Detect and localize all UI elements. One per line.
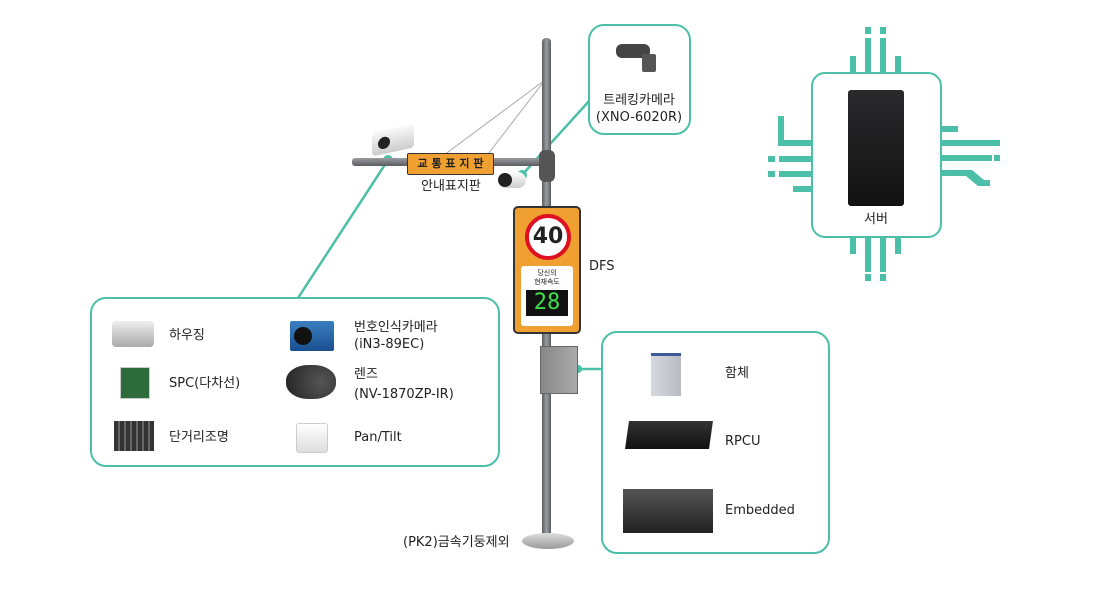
guide-sign-label: 안내표지판 xyxy=(421,179,481,194)
pole-cabinet xyxy=(540,346,578,394)
spc-board-icon xyxy=(120,367,150,399)
component-label: 렌즈 xyxy=(354,367,378,382)
support-wire xyxy=(439,79,546,159)
component-label: RPCU xyxy=(725,434,761,449)
dfs-label: DFS xyxy=(589,259,615,274)
lens-model: (NV-1870ZP-IR) xyxy=(354,387,454,402)
component-label: 번호인식카메라 xyxy=(354,320,438,335)
server-chip-pins xyxy=(768,27,1000,281)
support-wire xyxy=(484,79,546,159)
cabinet-components-box: 함체 RPCU Embedded xyxy=(601,331,830,554)
server-label: 서버 xyxy=(864,212,888,227)
pole-base xyxy=(522,533,574,549)
component-model: (iN3-89EC) xyxy=(354,337,425,352)
tracking-camera-box: 트레킹카메라 (XNO-6020R) xyxy=(588,24,691,135)
enclosure-icon xyxy=(651,353,681,396)
speed-caption-2: 현재속도 xyxy=(534,278,560,286)
speed-display-panel: 당신의 현재속도 28 xyxy=(521,266,573,326)
component-model: (NV-1870ZP-IR) xyxy=(354,383,454,403)
dfs-speed-sign: 40 당신의 현재속도 28 xyxy=(513,206,581,334)
server-tower-icon xyxy=(848,90,904,206)
tracking-camera-model: (XNO-6020R) xyxy=(595,110,683,125)
lpr-camera-icon xyxy=(290,321,334,351)
tracking-camera-icon xyxy=(616,44,650,58)
camera-components-box: 하우징 SPC(다차선) 단거리조명 번호인식카메라 (iN3-89EC) 렌즈… xyxy=(90,297,500,467)
component-label: 함체 xyxy=(725,366,749,381)
pan-tilt-icon xyxy=(296,423,328,453)
rpcu-icon xyxy=(625,421,713,449)
server-box: 서버 xyxy=(811,72,942,238)
embedded-icon xyxy=(623,489,713,533)
current-speed-display: 28 xyxy=(526,290,568,316)
component-label: Embedded xyxy=(725,503,795,518)
tracking-camera-name: 트레킹카메라 xyxy=(603,93,675,108)
housing-icon xyxy=(112,321,154,347)
component-label: 단거리조명 xyxy=(169,430,229,445)
component-label: Pan/Tilt xyxy=(354,430,402,445)
connector-camera-to-components xyxy=(296,159,390,299)
speed-caption-1: 당신의 xyxy=(537,269,557,277)
component-label: SPC(다차선) xyxy=(169,376,241,391)
traffic-sign: 교 통 표 지 판 xyxy=(407,153,494,175)
speed-limit-badge: 40 xyxy=(525,214,571,260)
pole-base-label: (PK2)금속기둥제외 xyxy=(403,535,510,550)
lens-icon xyxy=(286,365,336,399)
pole-clamp xyxy=(539,150,555,182)
component-label: 하우징 xyxy=(169,328,205,343)
bullet-camera-icon xyxy=(498,172,526,188)
illuminator-icon xyxy=(114,421,154,451)
